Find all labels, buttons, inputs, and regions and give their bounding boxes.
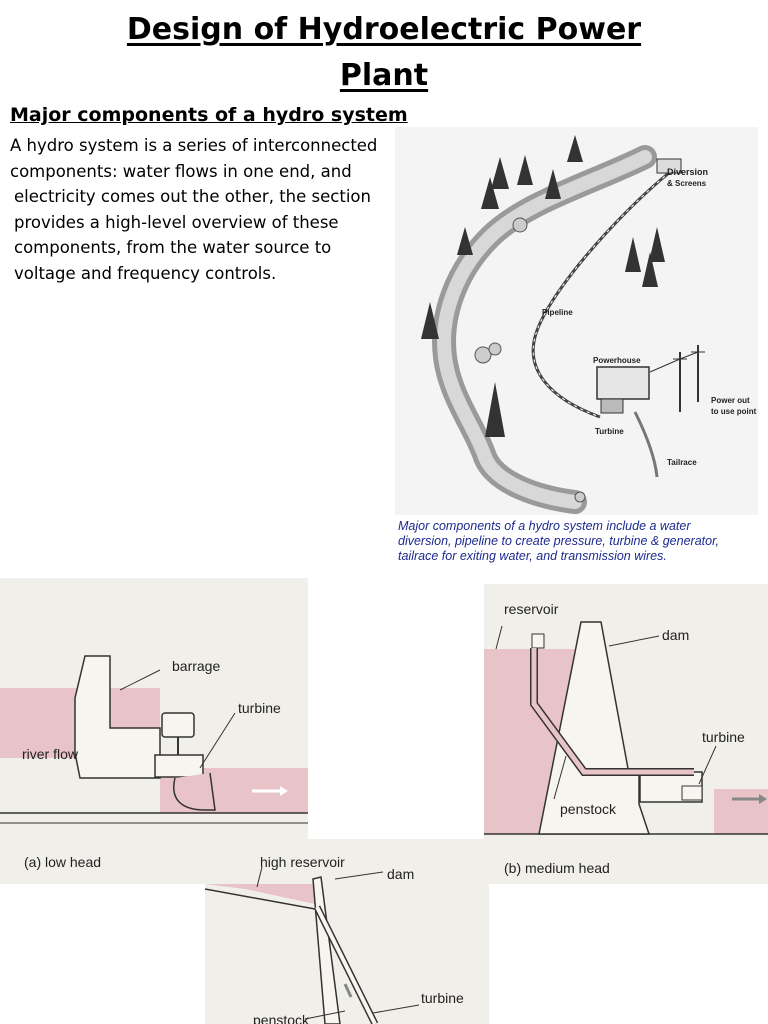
high-head-diagram: high reservoir dam turbine penstock [205,839,489,1024]
label-dam: dam [387,866,414,882]
paragraph-line: components, from the water source to [10,235,395,261]
figure-caption: Major components of a hydro system inclu… [398,519,768,564]
medium-head-caption: (b) medium head [504,860,610,876]
paragraph-line: A hydro system is a series of interconne… [10,133,395,159]
label-power-out: Power out [711,396,750,405]
page-title: Design of Hydroelectric Power [0,12,768,47]
label-turbine: turbine [702,729,745,745]
section-heading: Major components of a hydro system [10,104,408,126]
label-turbine: turbine [421,990,464,1006]
medium-head-caption-area: (b) medium head [494,838,768,884]
label-use-point: to use point [711,407,757,416]
low-head-caption: (a) low head [24,854,101,870]
label-turbine: Turbine [595,427,624,436]
label-penstock: penstock [560,801,617,817]
label-powerhouse: Powerhouse [593,356,641,365]
paragraph-line: voltage and frequency controls. [10,261,395,287]
intro-paragraph: A hydro system is a series of interconne… [10,133,395,286]
caption-line: tailrace for exiting water, and transmis… [398,549,768,564]
label-screens: & Screens [667,179,707,188]
paragraph-line: electricity comes out the other, the sec… [10,184,395,210]
label-tailrace: Tailrace [667,458,697,467]
label-pipeline: Pipeline [542,308,573,317]
caption-line: diversion, pipeline to create pressure, … [398,534,768,549]
label-high-reservoir: high reservoir [260,854,345,870]
label-dam: dam [662,627,689,643]
hydro-system-illustration: Diversion & Screens Pipeline Powerhouse … [395,127,758,515]
label-diversion: Diversion [667,167,708,177]
label-penstock: penstock [253,1012,310,1024]
label-barrage: barrage [172,658,220,674]
paragraph-line: components: water flows in one end, and [10,159,395,185]
caption-line: Major components of a hydro system inclu… [398,519,768,534]
page-title-line2: Plant [0,58,768,93]
label-turbine: turbine [238,700,281,716]
label-reservoir: reservoir [504,601,559,617]
label-river-flow: river flow [22,746,79,762]
paragraph-line: provides a high-level overview of these [10,210,395,236]
